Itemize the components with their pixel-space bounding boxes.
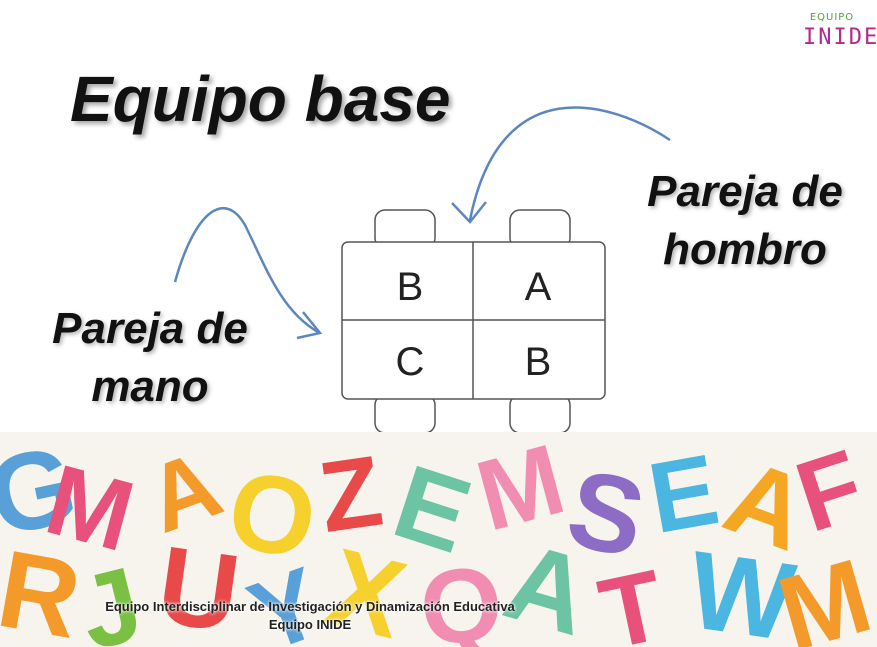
shoulder-pair-label: Pareja de hombro [625,163,865,279]
svg-text:W: W [681,528,801,647]
footer-line1: Equipo Interdisciplinar de Investigación… [105,599,515,614]
team-table-diagram: B A C B [341,209,606,434]
logo-main-text: INIDE [803,25,877,50]
chair-bottom-right [509,394,571,434]
hand-label-line2: mano [91,362,209,411]
footer-line2: Equipo INIDE [268,617,352,632]
foam-letters-photo: G M A O Z E M S E A F R J U Y X Q A T W … [0,432,877,647]
hand-label-line1: Pareja de [52,304,248,353]
hand-pair-label: Pareja de mano [30,300,270,416]
hand-arrowhead [296,311,323,340]
footer-credit: Equipo Interdisciplinar de Investigación… [40,598,580,634]
svg-text:U: U [151,523,247,647]
seat-top-right: A [525,265,552,309]
shoulder-label-line1: Pareja de [647,167,843,216]
shoulder-label-line2: hombro [663,225,827,274]
seat-top-left: B [397,265,424,309]
svg-text:Q: Q [415,544,508,647]
chair-bottom-left [374,394,436,434]
seat-bottom-right: B [525,340,552,384]
inide-logo: EQUIPO INIDE [803,10,877,70]
seat-bottom-left: C [396,340,425,384]
logo-top-text: EQUIPO [809,12,855,23]
slide-title: Equipo base [70,63,451,135]
svg-text:O: O [219,447,325,583]
